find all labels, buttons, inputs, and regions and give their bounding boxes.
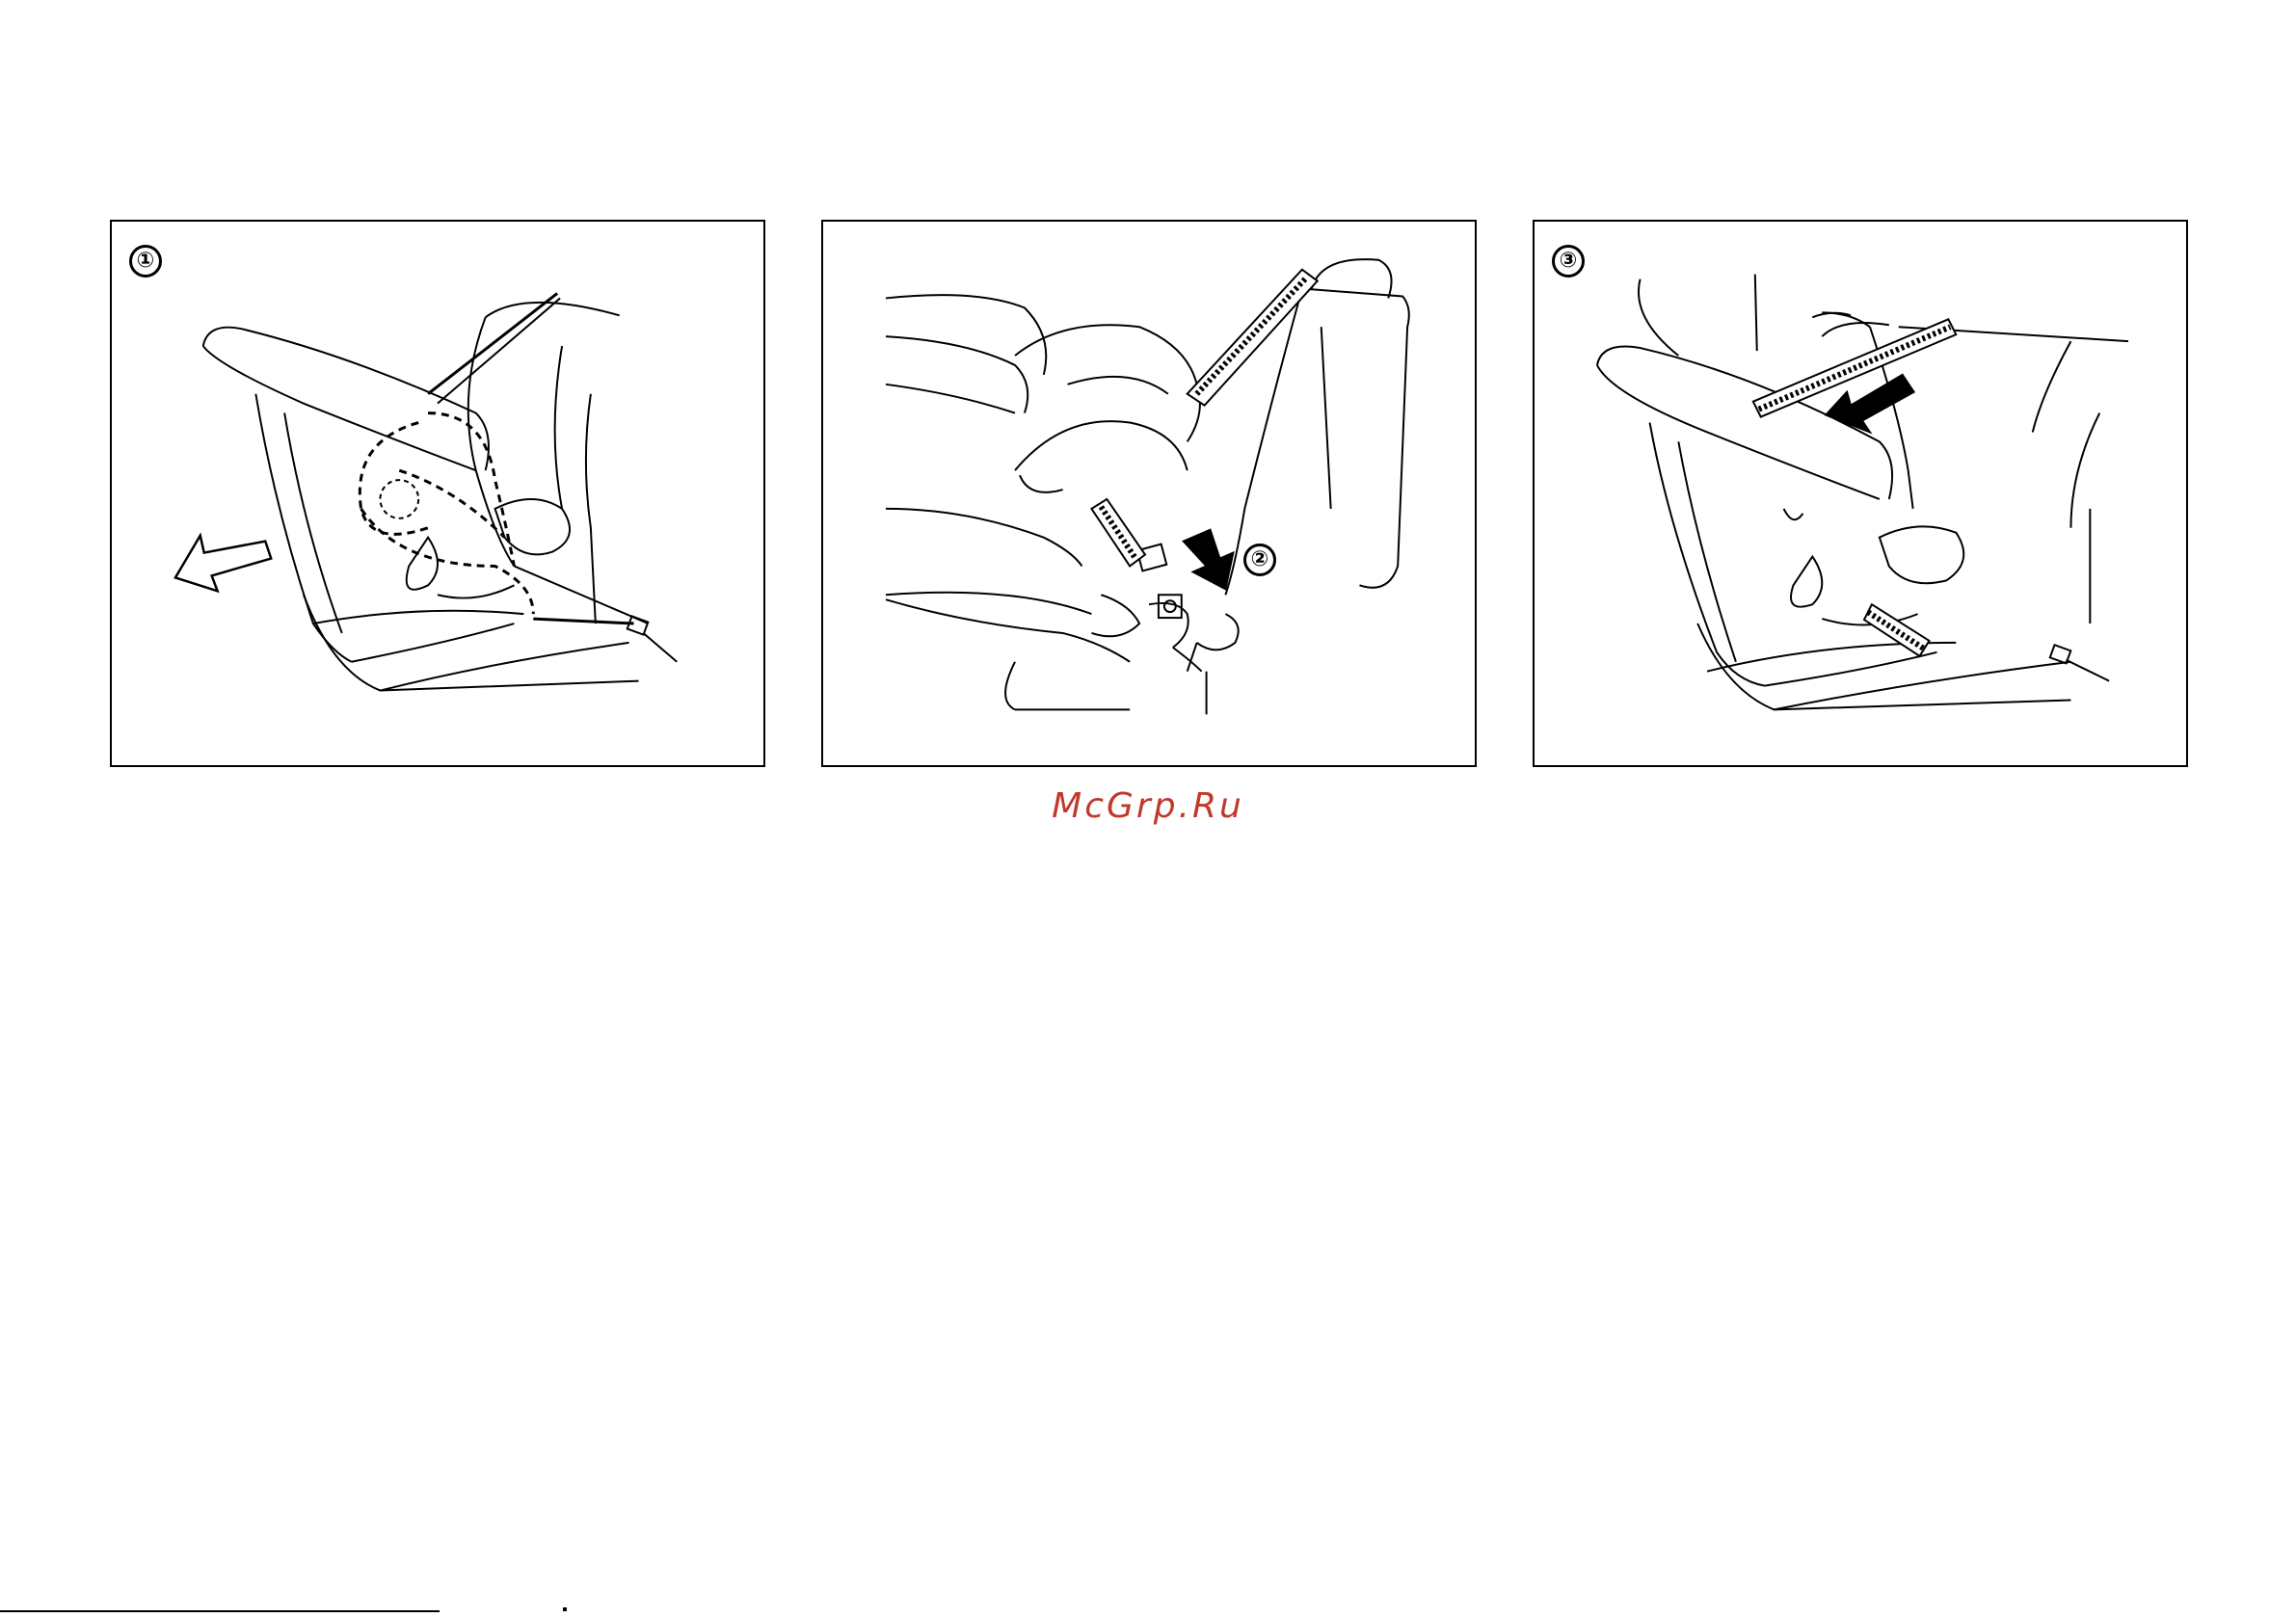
illustration-panel-1: ① [110,220,765,767]
fasten-direction-arrow-icon [1184,530,1234,590]
belt-tightening-illustration [1535,222,2186,765]
illustration-panel-2: ② [821,220,1477,767]
pull-direction-arrow-icon [175,536,271,592]
buckle-fastening-illustration [823,222,1475,765]
step-number-badge: ② [1243,544,1276,576]
step-number-badge: ③ [1552,245,1585,278]
footer-mark [563,1607,567,1611]
car-seat-routing-illustration [112,222,763,765]
footer-divider [0,1610,440,1612]
watermark-text: McGrp.Ru [0,786,2296,826]
step-number-badge: ① [129,245,162,278]
illustration-panel-3: ③ [1533,220,2188,767]
